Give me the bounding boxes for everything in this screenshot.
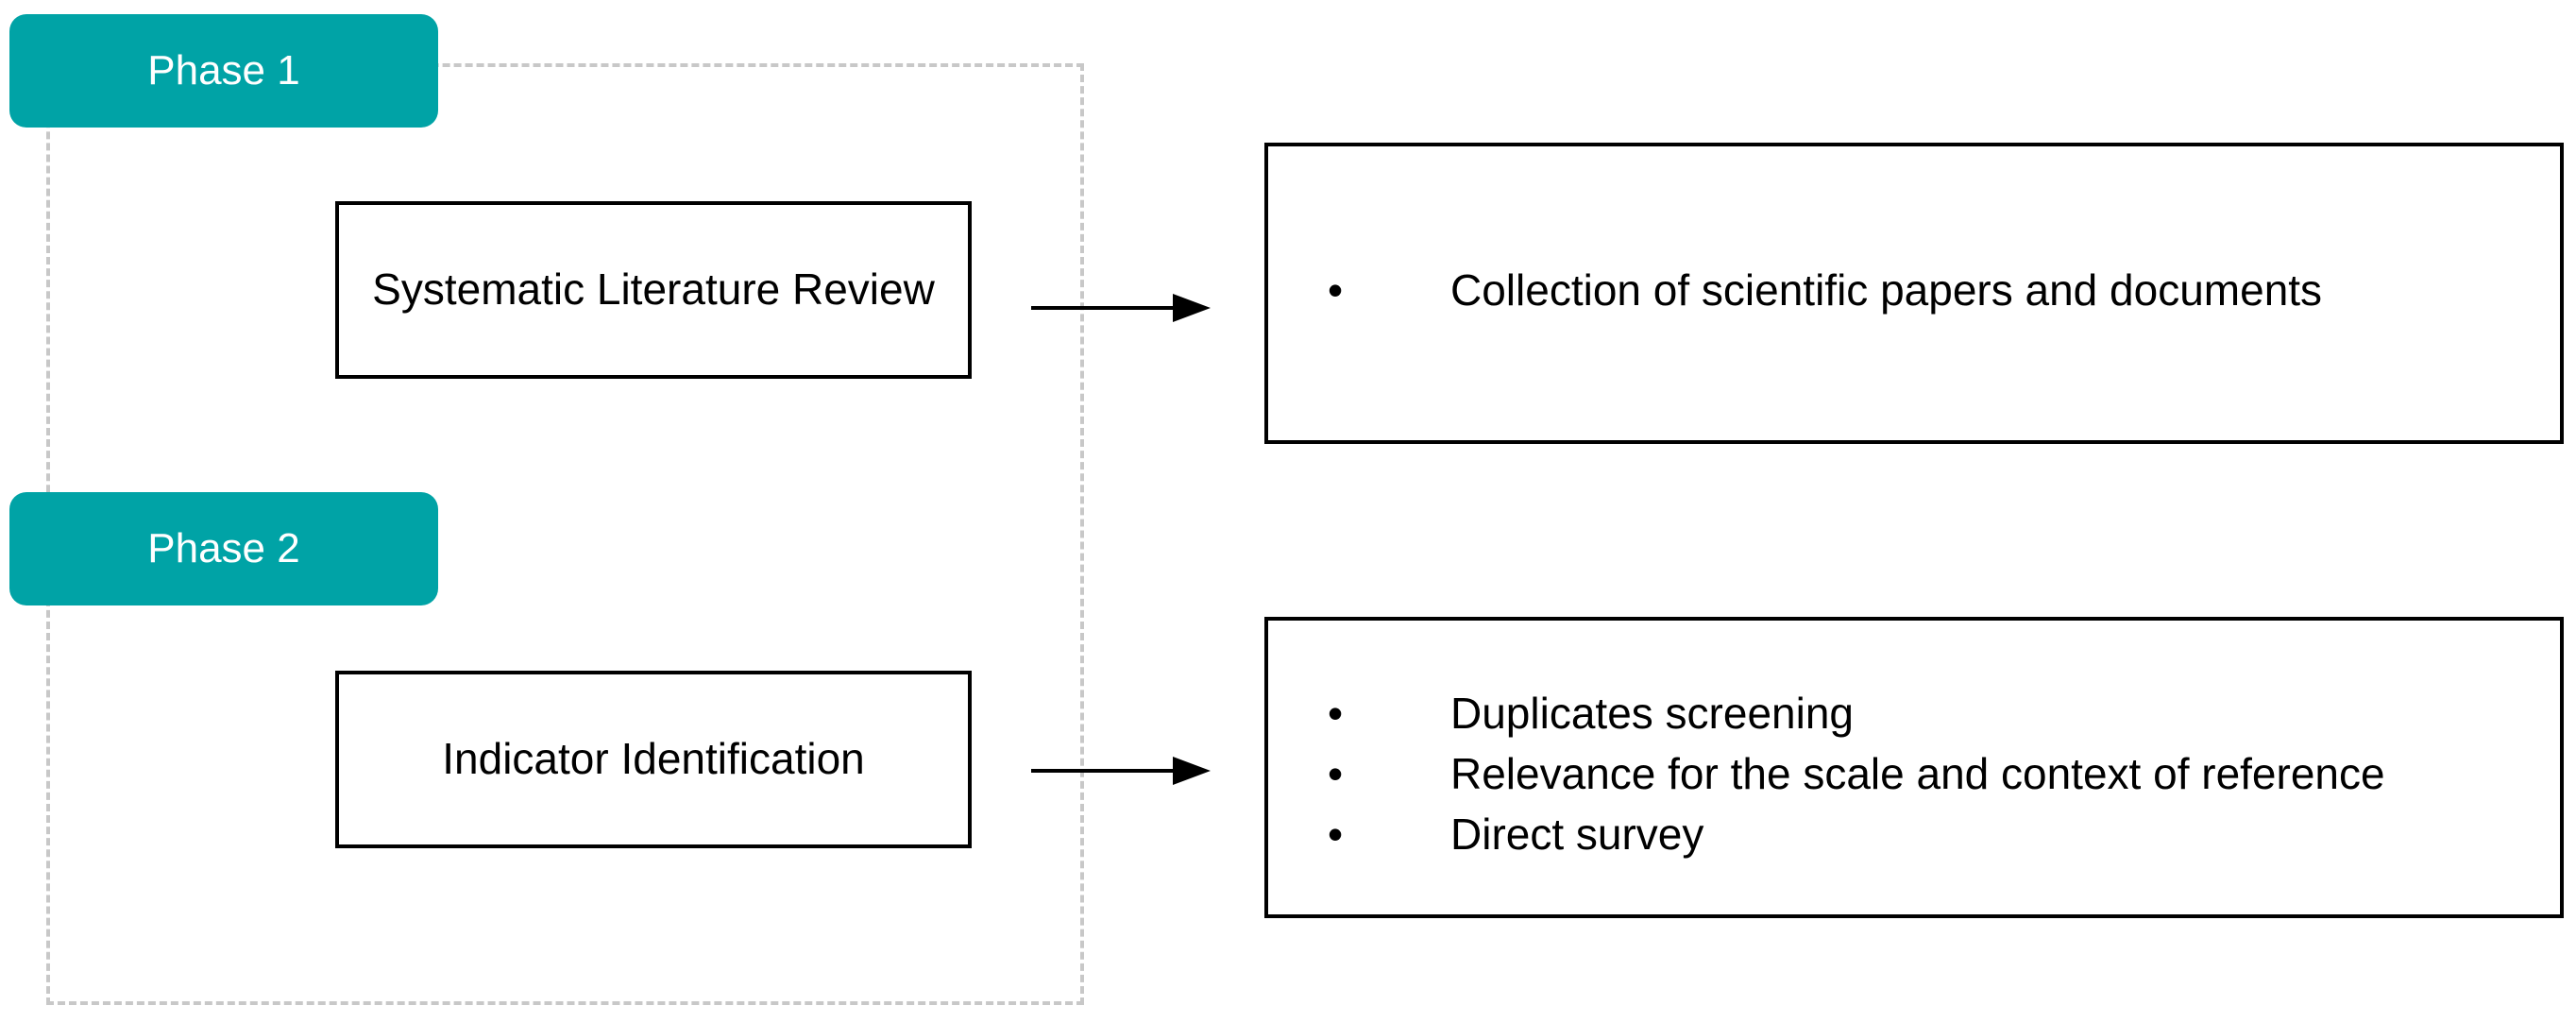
step-1-label: Systematic Literature Review [372, 264, 935, 315]
step-systematic-literature-review: Systematic Literature Review [335, 201, 972, 379]
detail-box-phase-2: • Duplicates screening • Relevance for t… [1264, 617, 2564, 918]
detail-list-phase-2: • Duplicates screening • Relevance for t… [1321, 683, 2385, 864]
phase-2-tab: Phase 2 [9, 492, 438, 605]
bullet-icon: • [1327, 689, 1344, 738]
step-indicator-identification: Indicator Identification [335, 671, 972, 848]
list-item-text: Duplicates screening [1450, 689, 1855, 738]
list-item-text: Direct survey [1450, 810, 1704, 859]
list-item: • Direct survey [1321, 804, 2385, 864]
detail-list-phase-1: • Collection of scientific papers and do… [1321, 260, 2322, 320]
bullet-icon: • [1327, 265, 1344, 315]
list-item: • Relevance for the scale and context of… [1321, 743, 2385, 804]
bullet-icon: • [1327, 810, 1344, 859]
phase-2-label: Phase 2 [147, 525, 300, 571]
phase-1-tab: Phase 1 [9, 14, 438, 128]
list-item-text: Collection of scientific papers and docu… [1450, 265, 2323, 315]
bullet-icon: • [1327, 749, 1344, 798]
list-item: • Collection of scientific papers and do… [1321, 260, 2322, 320]
detail-box-phase-1: • Collection of scientific papers and do… [1264, 143, 2564, 444]
list-item: • Duplicates screening [1321, 683, 2385, 743]
step-2-label: Indicator Identification [442, 734, 865, 784]
arrow-right-icon [1031, 294, 1211, 322]
phase-1-label: Phase 1 [147, 47, 300, 94]
list-item-text: Relevance for the scale and context of r… [1450, 749, 2385, 798]
arrow-right-icon [1031, 757, 1211, 785]
